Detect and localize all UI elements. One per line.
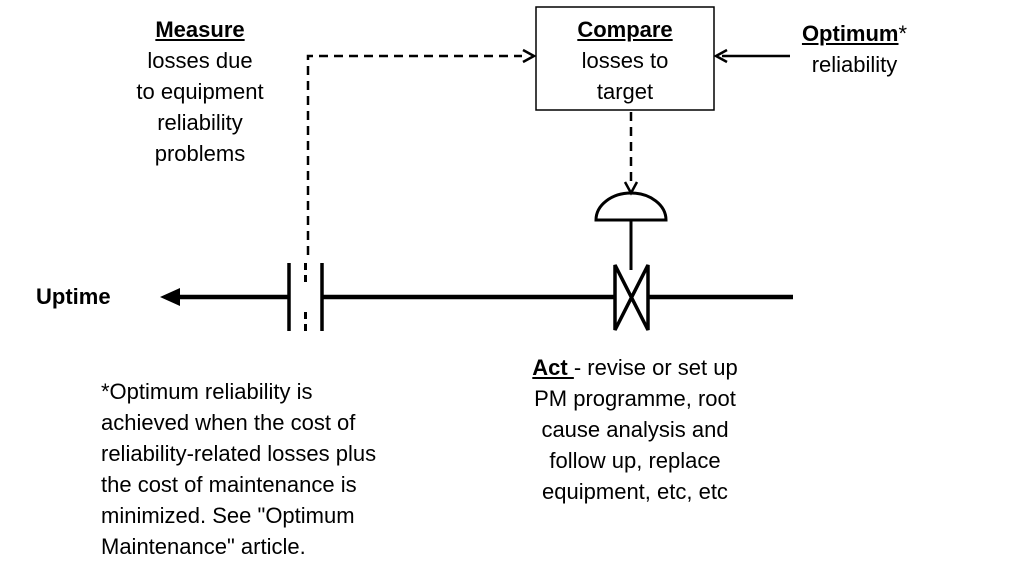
measure-heading: Measure [155, 17, 245, 42]
optimum-block: Optimum* reliability [782, 18, 927, 80]
act-signal-line [623, 112, 639, 196]
act-line-5: equipment, etc, etc [542, 479, 728, 504]
measure-signal-line [306, 48, 537, 255]
act-first-line-rest: - revise or set up [573, 355, 738, 380]
uptime-arrow-head [160, 288, 180, 306]
footnote: *Optimum reliability is achieved when th… [101, 376, 431, 562]
act-first-line: Act - revise or set up [500, 352, 770, 383]
measure-line-1: losses due [147, 48, 253, 73]
act-line-2: PM programme, root [534, 386, 736, 411]
footnote-line-4: the cost of maintenance is [101, 472, 357, 497]
measure-block: Measure losses due to equipment reliabil… [110, 14, 290, 169]
optimum-marker: * [898, 21, 908, 46]
optimum-heading: Optimum [801, 21, 899, 46]
act-heading: Act [532, 355, 574, 380]
compare-line-2: target [596, 79, 654, 104]
act-line-4: follow up, replace [549, 448, 721, 473]
measure-line-3: reliability [157, 110, 243, 135]
footnote-line-3: reliability-related losses plus [101, 441, 377, 466]
orifice-plate-icon [287, 263, 324, 331]
compare-block: Compare losses to target [537, 14, 713, 107]
control-valve-icon [613, 264, 650, 331]
compare-box [535, 6, 715, 111]
footnote-line-2: achieved when the cost of [101, 410, 356, 435]
footnote-line-5: minimized. See "Optimum [101, 503, 355, 528]
optimum-signal-arrow [713, 48, 790, 64]
footnote-line-6: Maintenance" article. [101, 534, 306, 559]
footnote-line-1: *Optimum reliability is [101, 379, 313, 404]
act-block: Act - revise or set up PM programme, roo… [500, 352, 770, 507]
measure-line-2: to equipment [136, 79, 264, 104]
uptime-label: Uptime [36, 284, 111, 309]
measure-line-4: problems [154, 141, 246, 166]
optimum-line: reliability [811, 52, 898, 77]
compare-heading: Compare [577, 17, 673, 42]
act-line-3: cause analysis and [541, 417, 729, 442]
optimum-heading-line: Optimum* [782, 18, 927, 49]
compare-line-1: losses to [581, 48, 669, 73]
valve-actuator-icon [594, 191, 668, 270]
